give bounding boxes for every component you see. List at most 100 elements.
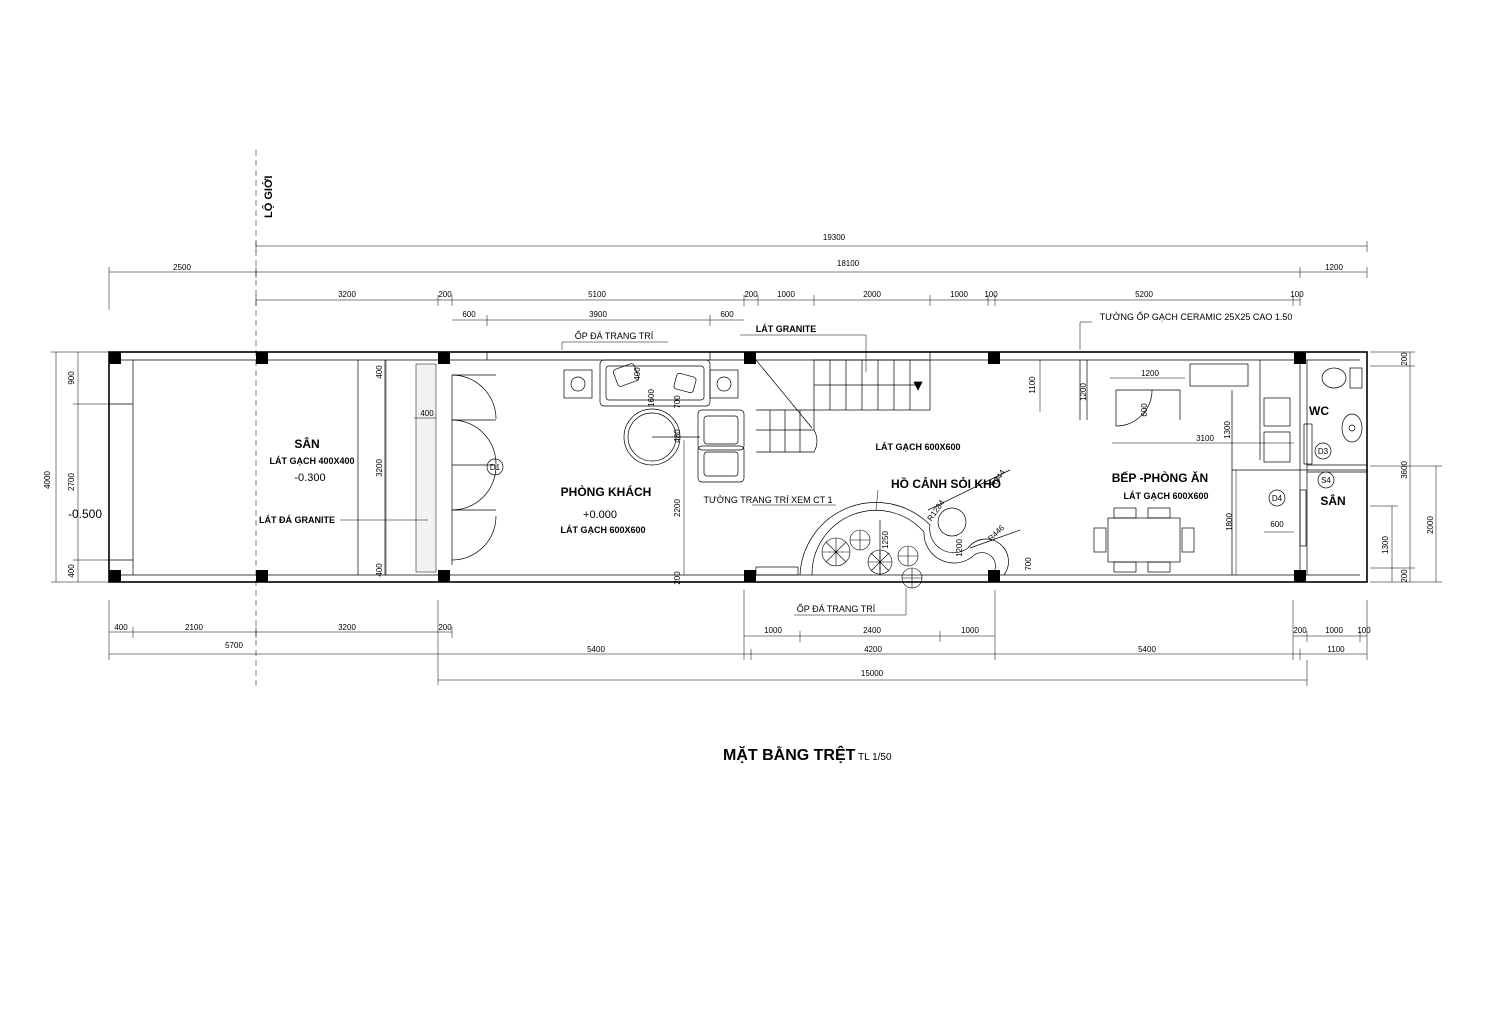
- dim-b2-0: 5700: [225, 641, 243, 650]
- label-living: PHÒNG KHÁCH: [561, 484, 652, 499]
- dim-left-0: 900: [67, 371, 76, 385]
- dim-garden-h3: 700: [1024, 557, 1033, 571]
- dim-r4-0: 600: [462, 310, 476, 319]
- dim-garden-h: 1250: [881, 531, 890, 549]
- left-dimensions: 4000 900 2700 400 -0.500: [43, 351, 110, 583]
- garden-plants: [821, 529, 923, 589]
- dim-b1-1: 2100: [185, 623, 203, 632]
- svg-text:D4: D4: [1272, 494, 1283, 503]
- dim-r3-7: 100: [984, 290, 998, 299]
- dim-r3-5: 2000: [863, 290, 881, 299]
- dim-r3-1: 200: [438, 290, 452, 299]
- dim-r3-2: 5100: [588, 290, 606, 299]
- dim-b1-7: 200: [1293, 626, 1307, 635]
- label-hall-floor: LÁT GẠCH 600X600: [875, 442, 960, 452]
- dim-b2-1: 5400: [587, 645, 605, 654]
- label-decor-top: ỐP ĐÁ TRANG TRÍ: [575, 330, 654, 341]
- label-decor-bottom: ỐP ĐÁ TRANG TRÍ: [797, 603, 876, 614]
- dim-kitchen-h: 1200: [1079, 383, 1088, 401]
- label-living-floor: LÁT GẠCH 600X600: [560, 525, 645, 535]
- dim-right-0: 200: [1400, 352, 1409, 366]
- door-tag-d4: D4: [1268, 489, 1286, 507]
- label-decor-wall: TƯỜNG TRANG TRÍ XEM CT 1: [704, 495, 833, 505]
- label-kitchen-floor: LÁT GẠCH 600X600: [1123, 491, 1208, 501]
- door-tag-d3: D3: [1314, 442, 1332, 460]
- dim-sofa-b: 480: [673, 429, 682, 443]
- dim-left-1: 2700: [67, 473, 76, 491]
- label-living-level: +0.000: [583, 509, 617, 521]
- dim-b1-2: 3200: [338, 623, 356, 632]
- dim-sofa-a: 700: [673, 395, 682, 409]
- dim-living-h: 2200: [673, 499, 682, 517]
- dim-right-b: 2000: [1426, 516, 1435, 534]
- dim-b1-4: 1000: [764, 626, 782, 635]
- dim-r4-1: 3900: [589, 310, 607, 319]
- sofa-set: [563, 359, 745, 483]
- top-dimensions: 19300 2500 18100 1200 3200 200 5100 200 …: [108, 233, 1368, 326]
- dim-r3-9: 100: [1290, 290, 1304, 299]
- dim-san-h: 400: [420, 409, 434, 418]
- dim-stair-h: 1100: [1028, 376, 1037, 394]
- label-granite: LÁT ĐÁ GRANITE: [259, 515, 335, 525]
- boundary-line: LỘ GIỚI: [255, 150, 275, 690]
- columns: [109, 352, 1306, 582]
- dim-b1-3: 200: [438, 623, 452, 632]
- dim-living-b: 200: [673, 571, 682, 585]
- dim-r3-4: 1000: [777, 290, 795, 299]
- dim-r3-0: 3200: [338, 290, 356, 299]
- dim-right-3: 200: [1400, 569, 1409, 583]
- dim-kitchen-sink: 600: [1140, 403, 1149, 417]
- dim-kitchen-c2: 1300: [1223, 421, 1232, 439]
- svg-text:S4: S4: [1321, 476, 1331, 485]
- svg-text:D3: D3: [1318, 447, 1329, 456]
- dim-kitchen-tbl2: 600: [1270, 520, 1284, 529]
- right-dimensions: 200 3600 1300 200 2000: [1370, 351, 1442, 583]
- dim-right-top: 1200: [1325, 263, 1343, 272]
- dim-kitchen-counter: 3100: [1196, 434, 1214, 443]
- dim-left-2: 400: [67, 564, 76, 578]
- dry-garden: [799, 469, 1021, 576]
- door-tag-d1: D1: [486, 458, 504, 476]
- boundary-label: LỘ GIỚI: [262, 176, 275, 218]
- dim-left-total: 4000: [43, 471, 52, 489]
- outside-level: -0.500: [68, 507, 102, 521]
- label-san-front: SÂN: [294, 436, 319, 451]
- dim-b1-8: 1000: [1325, 626, 1343, 635]
- dim-total-bottom: 15000: [861, 669, 884, 678]
- door-d4: [1299, 489, 1307, 547]
- dim-san-v3: 400: [375, 563, 384, 577]
- dim-right-2: 1300: [1381, 536, 1390, 554]
- bottom-dimensions: 400 2100 3200 200 1000 2400 1000 200 100…: [108, 590, 1371, 686]
- title-text: MẶT BẰNG TRỆT: [723, 745, 856, 764]
- staircase: [755, 359, 931, 453]
- dim-r3-6: 1000: [950, 290, 968, 299]
- dim-r3-3: 200: [744, 290, 758, 299]
- dim-garden-r2: R1284: [926, 498, 947, 523]
- front-door: [451, 374, 497, 565]
- label-san-front-floor: LÁT GẠCH 400X400: [269, 456, 354, 466]
- dim-left-top: 2500: [173, 263, 191, 272]
- dim-main-top: 18100: [837, 259, 860, 268]
- decor-stone-strip: [755, 566, 799, 576]
- label-san-back: SÂN: [1320, 493, 1345, 508]
- dim-b1-5: 2400: [863, 626, 881, 635]
- dim-b1-9: 100: [1357, 626, 1371, 635]
- dim-kitchen-tbl: 1800: [1225, 513, 1234, 531]
- label-garden: HỒ CẢNH SỎI KHÔ: [891, 476, 1001, 491]
- label-ceramic-note: TƯỜNG ỐP GẠCH CERAMIC 25X25 CAO 1.50: [1100, 311, 1293, 322]
- drawing-title: MẶT BẰNG TRỆT TL 1/50: [723, 745, 892, 764]
- label-san-front-level: -0.300: [294, 472, 325, 484]
- label-kitchen: BẾP -PHÒNG ĂN: [1112, 470, 1208, 485]
- dim-sofa-c: 400: [633, 367, 642, 381]
- dim-b1-6: 1000: [961, 626, 979, 635]
- kitchen-fixtures: [1093, 363, 1291, 573]
- dim-sofa-w: 1600: [647, 389, 656, 407]
- tag-s4: S4: [1317, 471, 1335, 489]
- dim-san-v1: 400: [375, 365, 384, 379]
- dim-b1-0: 400: [114, 623, 128, 632]
- dim-garden-h2: 1200: [955, 539, 964, 557]
- dim-b2-3: 5400: [1138, 645, 1156, 654]
- dim-r3-8: 5200: [1135, 290, 1153, 299]
- dim-total-top: 19300: [823, 233, 846, 242]
